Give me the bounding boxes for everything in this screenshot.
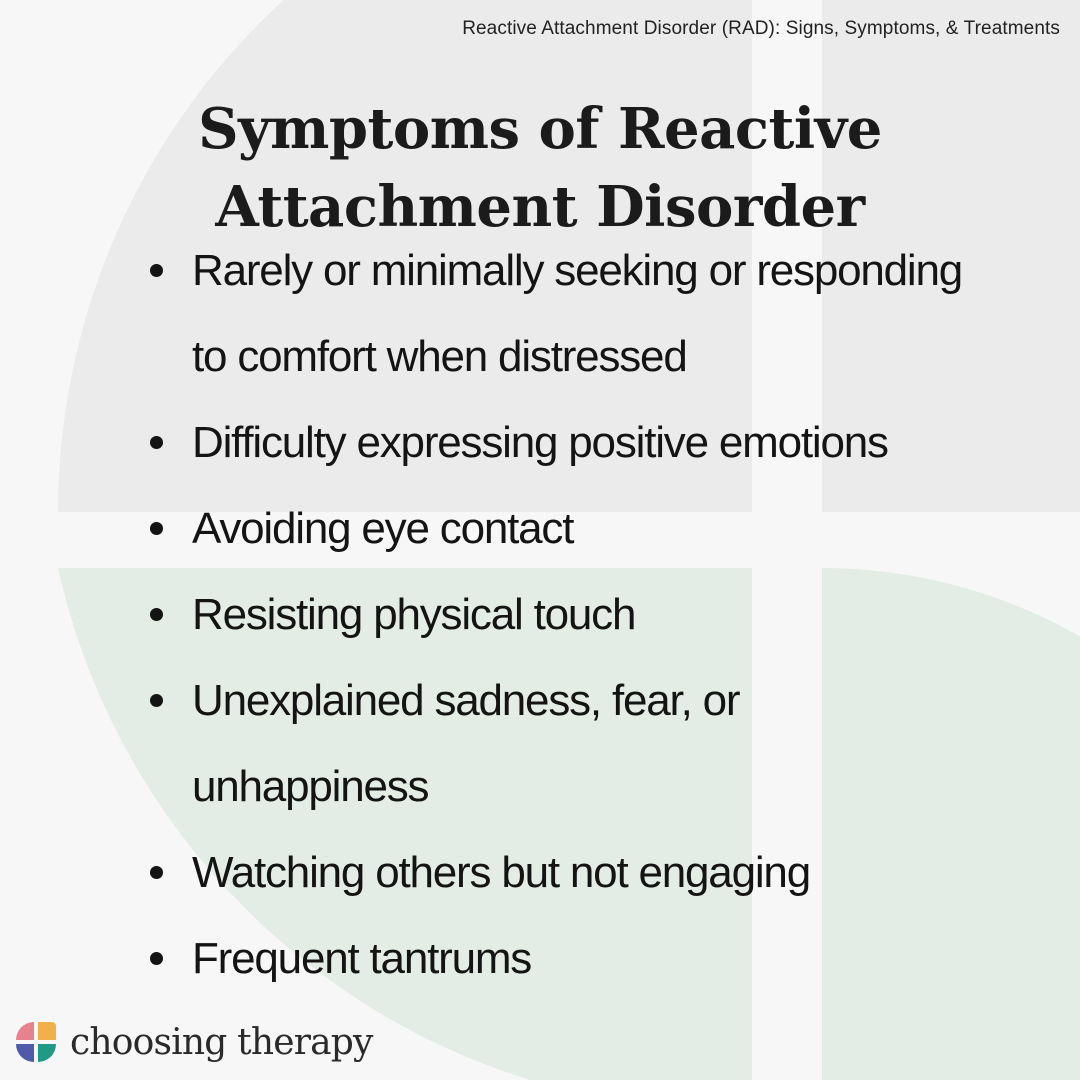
bg-quarter-bottom-right — [822, 568, 1080, 1080]
list-item-text: Watching others but not engaging — [192, 848, 811, 897]
bg-quarter-top-right — [822, 0, 1080, 512]
bullet-icon — [150, 522, 163, 535]
article-reference: Reactive Attachment Disorder (RAD): Sign… — [462, 18, 1060, 39]
four-petal-logo-icon — [16, 1022, 56, 1062]
logo-petal-indigo — [16, 1044, 34, 1062]
symptom-list: Rarely or minimally seeking or respondin… — [140, 228, 1040, 1002]
logo-petal-pink — [16, 1022, 34, 1040]
bullet-icon — [150, 608, 163, 621]
title-line-1: Symptoms of Reactive — [198, 96, 882, 162]
logo-petal-orange — [38, 1022, 56, 1040]
bullet-icon — [150, 694, 163, 707]
list-item-text: Unexplained sadness, fear, or unhappines… — [192, 676, 741, 811]
bullet-icon — [150, 264, 163, 277]
list-item-text: Difficulty expressing positive emotions — [192, 418, 889, 467]
brand: choosing therapy — [12, 1018, 373, 1066]
logo-petal-teal — [38, 1044, 56, 1062]
list-item-text: Frequent tantrums — [192, 934, 532, 983]
list-item: Watching others but not engaging — [140, 830, 1040, 916]
list-item: Difficulty expressing positive emotions — [140, 400, 1040, 486]
list-item: Resisting physical touch — [140, 572, 1040, 658]
bullet-icon — [150, 952, 163, 965]
title-line-2: Attachment Disorder — [215, 174, 865, 240]
list-item: Frequent tantrums — [140, 916, 1040, 1002]
list-item: Unexplained sadness, fear, or unhappines… — [140, 658, 832, 830]
page-title: Symptoms of Reactive Attachment Disorder — [0, 90, 1080, 246]
bg-quarter-bottom-left — [58, 568, 752, 1080]
brand-name: choosing therapy — [70, 1021, 373, 1063]
list-item-text: Avoiding eye contact — [192, 504, 574, 553]
bg-quarter-top-left — [58, 0, 752, 512]
list-item: Rarely or minimally seeking or respondin… — [140, 228, 972, 400]
bullet-icon — [150, 436, 163, 449]
bullet-icon — [150, 866, 163, 879]
list-item-text: Rarely or minimally seeking or respondin… — [192, 246, 963, 381]
list-item-text: Resisting physical touch — [192, 590, 636, 639]
list-item: Avoiding eye contact — [140, 486, 1040, 572]
